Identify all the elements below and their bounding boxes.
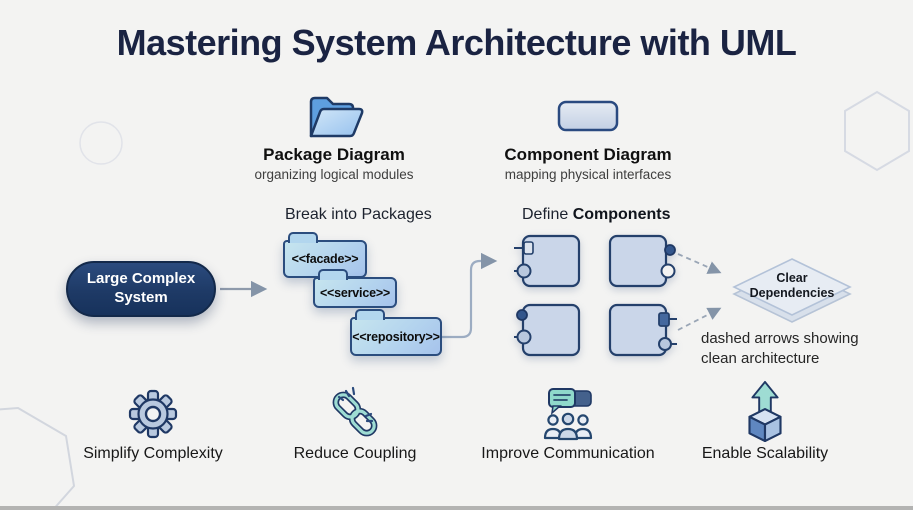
clear-dependencies-diamond [732,258,852,323]
circle-outline-top-left [79,121,123,165]
people-chat-icon [543,388,593,441]
benefit-label: Improve Communication [481,445,655,462]
package-diagram-sublabel: organizing logical modules [254,167,414,182]
component-diagram-sublabel: mapping physical interfaces [504,167,672,182]
clear-dependencies-label: Clear Dependencies [732,271,852,301]
package-diagram-label: Package Diagram [263,145,405,164]
annotation-line2: clean architecture [701,350,820,368]
legend-component-diagram: Component Diagram mapping physical inter… [478,88,698,182]
component-box-bottom-right [608,303,677,357]
package-facade-label: <<facade>> [291,252,359,266]
component-rectangle-icon [557,100,619,132]
package-icon-wrap [224,88,444,144]
open-folder-icon [309,96,364,138]
component-diagram-label: Component Diagram [504,145,672,164]
component-box-top-left [514,234,581,288]
packages-heading: Break into Packages [285,206,432,223]
benefit-improve-communication: Improve Communication [470,384,666,463]
package-repository-label: <<repository>> [352,329,440,344]
gear-icon [128,389,178,439]
clear-dependencies-line1: Clear [776,271,808,285]
dashed-arrows-annotation: dashed arrows showing clean architecture [701,329,871,370]
hexagon-outline-bottom-left [0,406,76,510]
component-box-top-right [608,234,676,288]
benefit-label: Reduce Coupling [293,445,417,462]
scalability-icon-wrap [672,380,858,442]
components-heading: Define Components [522,206,670,224]
cube-up-arrow-icon [748,380,782,442]
page-title: Mastering System Architecture with UML [116,22,797,63]
gear-icon-wrap [63,384,243,442]
dashed-dependency-arrow-top [677,253,722,274]
benefit-reduce-coupling: Reduce Coupling [265,384,445,463]
package-service: <<service>> [313,269,397,308]
annotation-line1: dashed arrows showing [701,330,859,347]
benefit-simplify-complexity: Simplify Complexity [63,384,243,463]
packages-to-components-connector [442,252,498,339]
components-heading-prefix: Define [522,206,573,223]
component-icon-wrap [478,88,698,144]
people-chat-icon-wrap [470,384,666,442]
package-service-label: <<service>> [319,285,391,300]
broken-chain-link-icon [332,386,378,437]
bottom-edge-strip [0,506,913,510]
dashed-dependency-arrow-bottom [677,307,722,331]
clear-dependencies-line2: Dependencies [749,285,835,300]
chain-icon-wrap [265,384,445,442]
components-heading-emphasis: Components [572,206,671,223]
package-repository: <<repository>> [350,309,442,356]
benefit-label: Enable Scalability [701,445,829,462]
benefit-label: Simplify Complexity [83,445,223,462]
component-box-bottom-left [514,303,581,357]
legend-package-diagram: Package Diagram organizing logical modul… [224,88,444,182]
large-complex-system-node: Large Complex System [66,261,216,317]
hexagon-outline-right [844,90,910,172]
benefit-enable-scalability: Enable Scalability [672,380,858,463]
